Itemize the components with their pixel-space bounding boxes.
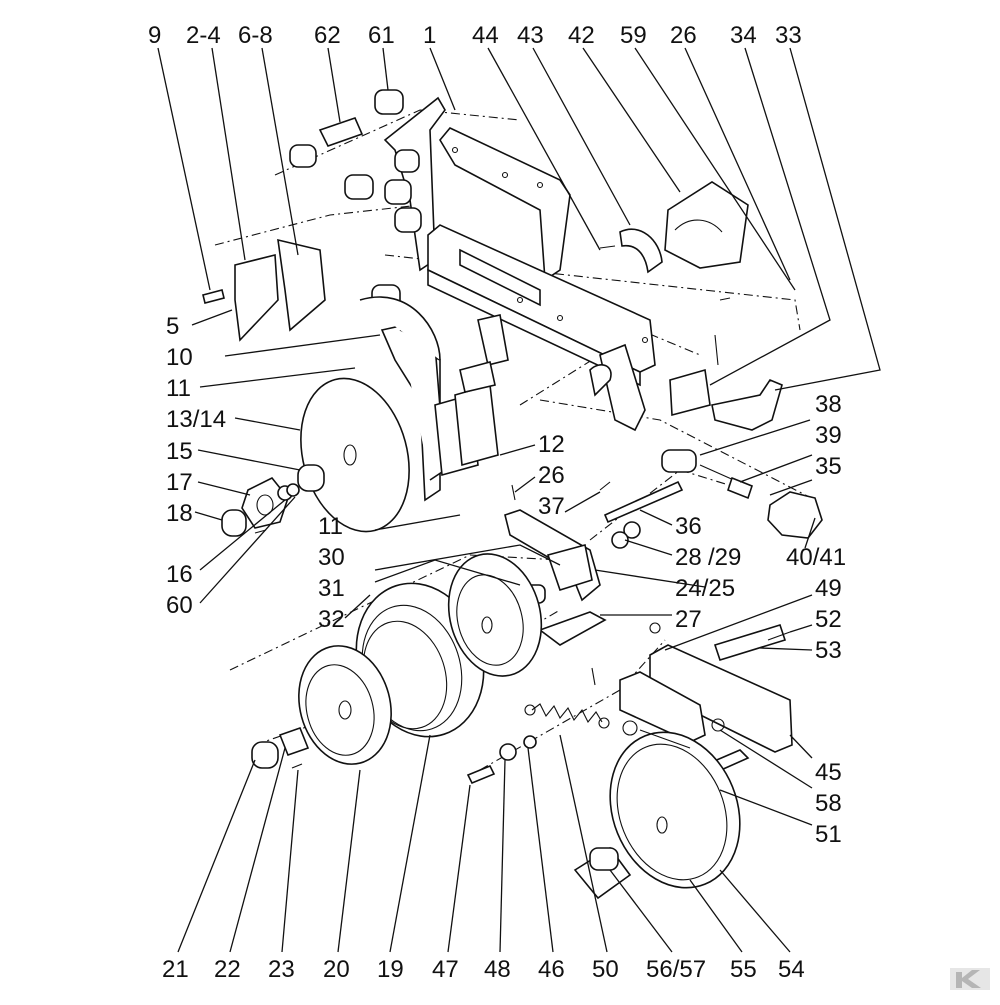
- bolts: [466, 735, 537, 785]
- part-label: 37: [538, 493, 565, 520]
- part-label: 58: [815, 790, 842, 817]
- part-label: 27: [675, 606, 702, 633]
- part-label: 19: [377, 956, 404, 983]
- part-label: 17: [166, 469, 193, 496]
- part-label: 45: [815, 759, 842, 786]
- part-label: 49: [815, 575, 842, 602]
- part-label: 42: [568, 22, 595, 49]
- part-label: 56/57: [646, 956, 706, 983]
- part-label: 24/25: [675, 575, 735, 602]
- quadrant-43: [599, 228, 663, 274]
- labels-bottom: 21 22 23 20 19 47 48 46 50 56/57 55 54: [162, 956, 805, 983]
- part-label: 16: [166, 561, 193, 588]
- part-label: 51: [815, 821, 842, 848]
- adjusting-screw: [661, 449, 823, 539]
- lever-arm: [619, 622, 793, 775]
- part-label: 20: [323, 956, 350, 983]
- part-label: 47: [432, 956, 459, 983]
- part-label: 11: [318, 513, 343, 540]
- part-label: 55: [730, 956, 757, 983]
- bearing-parts: [251, 726, 310, 769]
- brand-logo-icon: [950, 968, 990, 990]
- part-label: 60: [166, 592, 193, 619]
- part-label: 38: [815, 391, 842, 418]
- rim-20: [298, 645, 392, 765]
- part-label: 53: [815, 637, 842, 664]
- part-label: 10: [166, 344, 193, 371]
- labels-middle: 12 26 37 11 30 31 32 36 28 /29 24/25 27: [318, 431, 741, 633]
- part-label: 44: [472, 22, 499, 49]
- part-label: 12: [538, 431, 565, 458]
- part-label: 2-4: [186, 22, 221, 49]
- part-label: 48: [484, 956, 511, 983]
- labels-top: 9 2-4 6-8 62 61 1 44 43 42 59 26 34 33: [148, 22, 802, 49]
- part-label: 62: [314, 22, 341, 49]
- part-label: 26: [670, 22, 697, 49]
- hub-56-57: [573, 846, 632, 900]
- shields: [202, 238, 326, 342]
- part-label: 21: [162, 956, 189, 983]
- part-label: 33: [775, 22, 802, 49]
- part-label: 31: [318, 575, 345, 602]
- part-label: 15: [166, 438, 193, 465]
- part-label: 34: [730, 22, 757, 49]
- disc-54: [609, 731, 741, 889]
- bracket-33-34: [669, 297, 783, 431]
- part-label: 35: [815, 453, 842, 480]
- hub-assembly: [221, 464, 325, 537]
- part-label: 13/14: [166, 406, 226, 433]
- part-label: 11: [166, 375, 191, 402]
- part-label: 32: [318, 606, 345, 633]
- part-label: 46: [538, 956, 565, 983]
- part-label: 40/41: [786, 544, 846, 571]
- leader-lines: [157, 47, 881, 953]
- part-label: 61: [368, 22, 395, 49]
- tie-rod-51: [622, 720, 691, 749]
- part-label: 26: [538, 462, 565, 489]
- part-label: 43: [517, 22, 544, 49]
- main-frame: [383, 96, 656, 432]
- part-label: 28: [675, 544, 702, 571]
- part-label: 30: [318, 544, 345, 571]
- labels-right: 38 39 35 40/41 49 52 53 45 58 51: [786, 391, 846, 848]
- part-label: 18: [166, 500, 193, 527]
- part-label: 50: [592, 956, 619, 983]
- part-label: 22: [214, 956, 241, 983]
- part-label: 36: [675, 513, 702, 540]
- bushings: [289, 89, 422, 310]
- part-label: 6-8: [238, 22, 273, 49]
- part-label: 54: [778, 956, 805, 983]
- part-label: /29: [708, 544, 741, 571]
- spring-50: [524, 703, 610, 729]
- part-label: 23: [268, 956, 295, 983]
- labels-left: 5 10 11 13/14 15 17 18 16 60: [166, 313, 226, 619]
- disc-13-14: [300, 296, 441, 533]
- axle-pins: [511, 480, 684, 549]
- scraper-arm: [380, 314, 509, 502]
- part-label: 59: [620, 22, 647, 49]
- part-label: 1: [423, 22, 436, 49]
- part-label: 9: [148, 22, 161, 49]
- part-label: 39: [815, 422, 842, 449]
- part-label: 52: [815, 606, 842, 633]
- part-label: 5: [166, 313, 179, 340]
- bracket-42: [664, 181, 749, 269]
